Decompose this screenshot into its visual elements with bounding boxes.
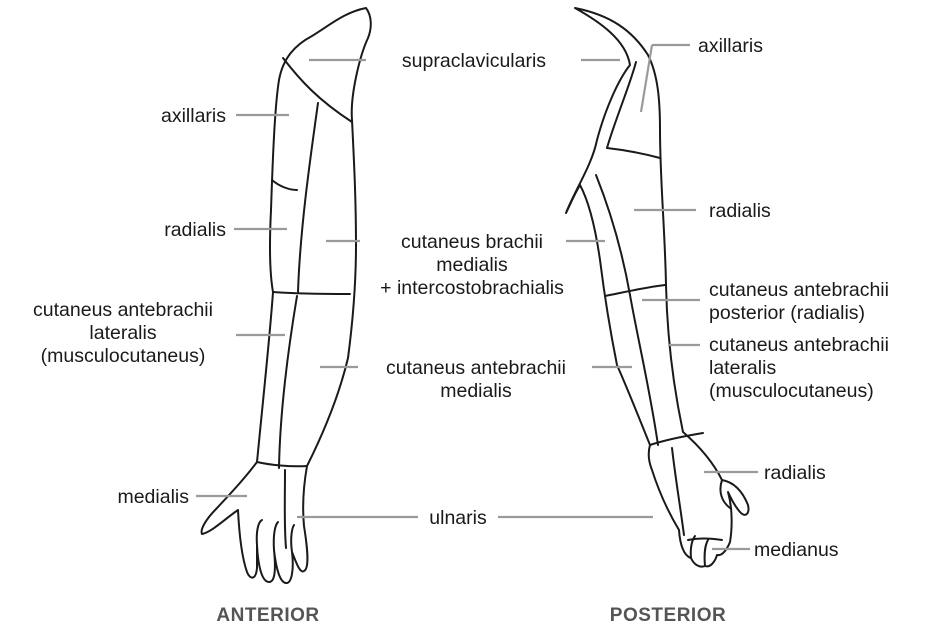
anterior-palm-line [285, 470, 286, 548]
label-ulnaris: ulnaris [429, 507, 487, 529]
label-posterior-radialis: radialis [709, 200, 771, 222]
label-post-lateralis-line3: (musculocutaneus) [709, 380, 874, 402]
label-ant-lateralis-line2: lateralis [89, 322, 156, 344]
anterior-finger-gaps [257, 520, 294, 552]
label-post-lateralis-line1: cutaneus antebrachii [709, 334, 889, 356]
label-anterior-axillaris: axillaris [161, 105, 226, 127]
label-supraclavicularis: supraclavicularis [402, 50, 546, 72]
label-ant-lateralis-line1: cutaneus antebrachii [33, 299, 213, 321]
posterior-upper-arm-line [596, 175, 630, 295]
anterior-elbow-boundary [273, 292, 350, 294]
label-medianus: medianus [754, 539, 839, 561]
label-post-lateralis-line2: lateralis [709, 357, 776, 379]
posterior-axillary-lower-boundary [607, 148, 660, 158]
label-ant-medialis-line1: cutaneus antebrachii [386, 357, 566, 379]
label-ant-lateralis-line3: (musculocutaneus) [41, 345, 206, 367]
label-view-anterior: ANTERIOR [216, 605, 319, 626]
label-post-posterior-line1: cutaneus antebrachii [709, 279, 889, 301]
leader-post-axillaris-d [641, 45, 652, 112]
anterior-wrist-boundary [257, 462, 307, 466]
label-view-posterior: POSTERIOR [610, 605, 726, 626]
posterior-elbow-boundary [605, 285, 665, 296]
anterior-axillary-boundary [272, 180, 297, 190]
label-anterior-medialis: medialis [117, 486, 189, 508]
label-brachii-line1: cutaneus brachii [401, 231, 543, 253]
anterior-forearm-midline [279, 296, 297, 468]
labels: supraclavicularis axillaris radialis cut… [33, 35, 889, 626]
label-hand-radialis: radialis [764, 462, 826, 484]
posterior-axillary-upper-boundary [607, 62, 636, 148]
label-anterior-radialis: radialis [164, 219, 226, 241]
anterior-upper-arm-midline [298, 103, 318, 292]
label-brachii-line2: medialis [436, 254, 508, 276]
label-posterior-axillaris: axillaris [698, 35, 763, 57]
label-brachii-line3: + intercostobrachialis [380, 277, 564, 299]
label-post-posterior-line2: posterior (radialis) [709, 302, 865, 324]
label-ant-medialis-line2: medialis [440, 380, 512, 402]
posterior-forearm-midline [630, 295, 658, 445]
